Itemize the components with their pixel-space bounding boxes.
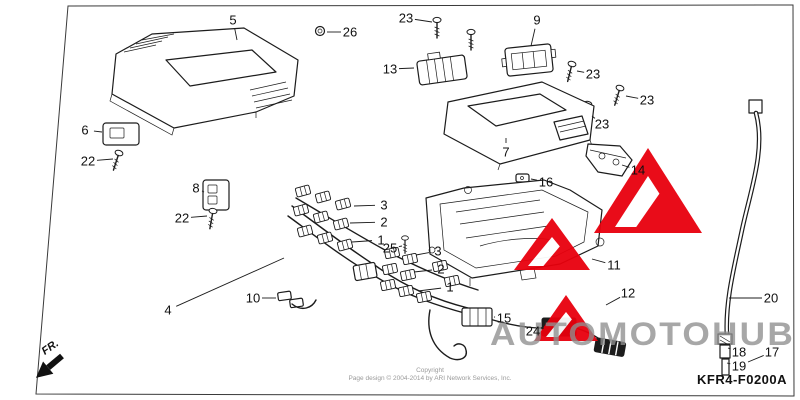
diagram-code: KFR4-F0200A xyxy=(697,372,787,387)
screw-part-25 xyxy=(401,235,409,254)
screw-part-23 xyxy=(466,28,476,51)
part-number-22: 22 xyxy=(81,154,95,169)
copyright-line-1: Copyright xyxy=(416,367,444,374)
part-number-20: 20 xyxy=(764,291,778,306)
part-number-23: 23 xyxy=(399,11,413,26)
switch-part-8 xyxy=(202,179,230,211)
part-number-9: 9 xyxy=(533,13,540,28)
watermark-logo-large xyxy=(594,148,702,233)
screw-part-23 xyxy=(563,59,578,84)
leader-line-23 xyxy=(414,18,433,23)
part-number-4: 4 xyxy=(164,303,171,318)
leader-line-5 xyxy=(234,28,238,41)
part-number-22: 22 xyxy=(175,211,189,226)
part-number-14: 14 xyxy=(631,163,645,178)
part-number-23: 23 xyxy=(640,93,654,108)
connector-part-12 xyxy=(593,337,627,357)
leader-line-23 xyxy=(576,70,585,73)
leader-line-18 xyxy=(727,347,731,350)
harness-relay-connector xyxy=(352,261,378,282)
copyright-line-2: Page design © 2004-2014 by ARI Network S… xyxy=(348,374,511,382)
leader-line-14 xyxy=(621,164,630,168)
part-number-13: 13 xyxy=(383,62,397,77)
part-number-7: 7 xyxy=(502,145,509,160)
bracket-part-14 xyxy=(585,143,633,177)
fr-direction-arrow: FR. xyxy=(35,338,64,378)
screw-part-22 xyxy=(108,148,125,173)
part-number-16: 16 xyxy=(539,175,553,190)
leader-line-22 xyxy=(190,215,208,218)
leader-line-19 xyxy=(726,362,731,365)
part-number-8: 8 xyxy=(192,181,199,196)
leader-line-24 xyxy=(541,327,545,330)
fr-label: FR. xyxy=(40,338,61,358)
part-number-26: 26 xyxy=(343,25,357,40)
leader-line-3 xyxy=(415,252,430,256)
part-number-23: 23 xyxy=(586,67,600,82)
speedometer-cable-part-17 xyxy=(717,99,763,376)
watermark-logo-small xyxy=(534,295,598,341)
cable-fitting-part-19 xyxy=(719,344,731,359)
part-number-12: 12 xyxy=(621,286,635,301)
watermark-logo-medium xyxy=(514,218,590,270)
part-number-15: 15 xyxy=(497,311,511,326)
part-number-6: 6 xyxy=(81,123,88,138)
screw-part-23 xyxy=(610,83,626,108)
leader-line-2 xyxy=(349,221,376,224)
meter-assembly-part-7 xyxy=(443,81,595,171)
leader-line-12 xyxy=(605,296,621,306)
leader-line-9 xyxy=(530,28,536,47)
watermark-text: AUTOMOTOHUB xyxy=(490,316,795,352)
nut-part-16 xyxy=(515,173,530,183)
leader-line-11 xyxy=(591,258,606,264)
connector-part-9 xyxy=(501,43,557,77)
switch-part-6 xyxy=(102,122,140,146)
leader-line-1 xyxy=(417,287,442,292)
leader-line-23 xyxy=(591,115,596,119)
part-number-5: 5 xyxy=(229,13,236,28)
leader-line-22 xyxy=(96,158,114,161)
screw-part-22 xyxy=(205,207,219,231)
leader-line-17 xyxy=(747,355,764,363)
part-number-1: 1 xyxy=(446,280,453,295)
part-number-1: 1 xyxy=(377,233,384,248)
cable-tip xyxy=(721,358,730,376)
harness-connectors-group-a xyxy=(292,184,354,252)
part-number-23: 23 xyxy=(595,117,609,132)
part-number-10: 10 xyxy=(246,291,260,306)
part-number-25: 25 xyxy=(383,241,397,256)
connector-part-15 xyxy=(461,307,493,327)
part-number-18: 18 xyxy=(732,345,746,360)
leader-line-8 xyxy=(201,190,205,193)
part-number-19: 19 xyxy=(732,359,746,374)
leader-line-4 xyxy=(176,257,285,307)
lower-case-part-11 xyxy=(425,179,605,286)
bolt-part-26 xyxy=(314,25,326,37)
leader-line-6 xyxy=(93,130,103,133)
leader-line-1 xyxy=(351,240,373,243)
leader-line-25 xyxy=(398,245,403,247)
part-number-3: 3 xyxy=(434,244,441,259)
leader-line-3 xyxy=(353,204,376,207)
part-number-17: 17 xyxy=(765,345,779,360)
leader-line-23 xyxy=(625,95,639,99)
leader-line-2 xyxy=(413,269,433,273)
part-number-24: 24 xyxy=(526,324,540,339)
diagram-border xyxy=(35,4,795,397)
upper-meter-case-part-5 xyxy=(109,27,299,136)
part-number-2: 2 xyxy=(437,262,444,277)
screw-part-23 xyxy=(432,16,442,39)
part-number-3: 3 xyxy=(380,198,387,213)
connector-part-10 xyxy=(277,290,317,310)
leader-line-16 xyxy=(530,178,538,181)
connector-part-13 xyxy=(416,51,468,86)
part-number-2: 2 xyxy=(380,215,387,230)
part-number-11: 11 xyxy=(607,258,621,273)
leader-line-13 xyxy=(398,67,415,70)
